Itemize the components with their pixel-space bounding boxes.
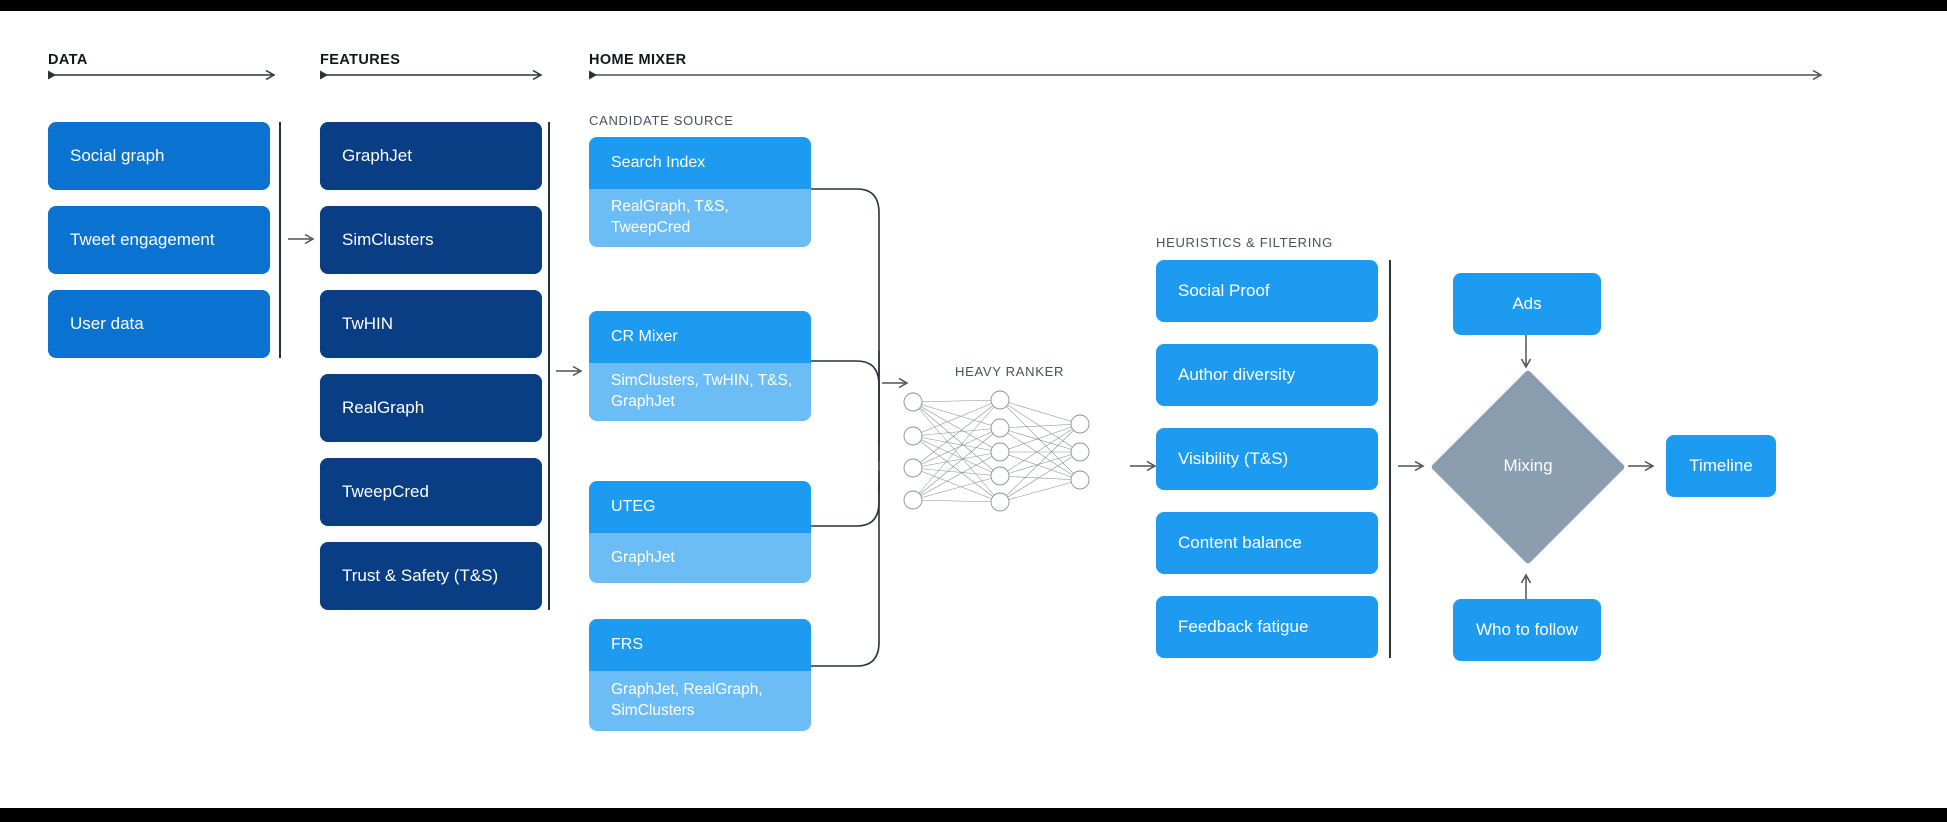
section-arrow-data xyxy=(48,69,276,81)
output-box-ads[interactable]: Ads xyxy=(1453,273,1601,335)
section-label-data: DATA xyxy=(48,52,88,68)
mixing-stage[interactable]: Mixing xyxy=(1430,369,1626,565)
feature-box-twhin[interactable]: TwHIN xyxy=(320,290,542,358)
section-label-home-mixer: HOME MIXER xyxy=(589,52,687,68)
feature-box-label: TwHIN xyxy=(342,313,393,333)
feature-box-label: SimClusters xyxy=(342,229,434,249)
output-box-label: Timeline xyxy=(1689,455,1753,475)
heuristic-box-visibility[interactable]: Visibility (T&S) xyxy=(1156,428,1378,490)
candidate-source-card-frs[interactable]: FRS GraphJet, RealGraph, SimClusters xyxy=(589,619,811,731)
output-box-label: Ads xyxy=(1512,293,1542,313)
candidate-source-name: CR Mixer xyxy=(589,311,811,363)
heuristic-box-author-diversity[interactable]: Author diversity xyxy=(1156,344,1378,406)
feature-box-label: RealGraph xyxy=(342,397,425,417)
arrow-to-heavy-ranker xyxy=(882,377,909,389)
arrow-ads-to-mixing xyxy=(1520,335,1532,369)
section-arrow-features xyxy=(320,69,543,81)
heuristic-box-label: Author diversity xyxy=(1178,364,1296,384)
candidate-source-card-cr-mixer[interactable]: CR Mixer SimClusters, TwHIN, T&S, GraphJ… xyxy=(589,311,811,421)
data-box-label: Social graph xyxy=(70,145,165,165)
feature-box-tweepcred[interactable]: TweepCred xyxy=(320,458,542,526)
sublabel-candidate-source: CANDIDATE SOURCE xyxy=(589,113,734,128)
feature-box-graphjet[interactable]: GraphJet xyxy=(320,122,542,190)
feature-box-simclusters[interactable]: SimClusters xyxy=(320,206,542,274)
data-box-social-graph[interactable]: Social graph xyxy=(48,122,270,190)
divider-data-features xyxy=(279,122,281,358)
heuristic-box-social-proof[interactable]: Social Proof xyxy=(1156,260,1378,322)
divider-heuristics-output xyxy=(1389,260,1391,658)
candidate-source-card-search-index[interactable]: Search Index RealGraph, T&S, TweepCred xyxy=(589,137,811,247)
arrow-mixing-to-timeline xyxy=(1628,460,1655,472)
candidate-source-features: GraphJet xyxy=(589,533,811,583)
sublabel-heavy-ranker: HEAVY RANKER xyxy=(955,364,1065,379)
heuristic-box-feedback-fatigue[interactable]: Feedback fatigue xyxy=(1156,596,1378,658)
candidate-source-name: UTEG xyxy=(589,481,811,533)
candidate-source-card-uteg[interactable]: UTEG GraphJet xyxy=(589,481,811,583)
heuristic-box-label: Social Proof xyxy=(1178,280,1270,300)
sublabel-heuristics-filtering: HEURISTICS & FILTERING xyxy=(1156,235,1333,250)
heuristic-box-label: Visibility (T&S) xyxy=(1178,448,1289,468)
section-arrow-home-mixer xyxy=(589,69,1823,81)
candidate-source-name: FRS xyxy=(589,619,811,671)
section-label-features: FEATURES xyxy=(320,52,401,68)
candidate-source-features: GraphJet, RealGraph, SimClusters xyxy=(589,671,811,731)
arrow-heuristics-to-mixing xyxy=(1398,460,1425,472)
data-box-tweet-engagement[interactable]: Tweet engagement xyxy=(48,206,270,274)
feature-box-label: GraphJet xyxy=(342,145,412,165)
arrow-data-to-features xyxy=(288,233,315,245)
candidate-source-name: Search Index xyxy=(589,137,811,189)
connector-candidate-sources-to-ranker xyxy=(811,188,880,667)
candidate-source-features: RealGraph, T&S, TweepCred xyxy=(589,189,811,247)
data-box-label: User data xyxy=(70,313,144,333)
candidate-source-features: SimClusters, TwHIN, T&S, GraphJet xyxy=(589,363,811,421)
output-box-timeline[interactable]: Timeline xyxy=(1666,435,1776,497)
feature-box-label: Trust & Safety (T&S) xyxy=(342,565,499,585)
mixing-label: Mixing xyxy=(1503,456,1553,475)
output-box-who-to-follow[interactable]: Who to follow xyxy=(1453,599,1601,661)
divider-features-mixer xyxy=(548,122,550,610)
arrow-features-to-candidate-source xyxy=(556,365,583,377)
output-box-label: Who to follow xyxy=(1475,619,1579,639)
data-box-user-data[interactable]: User data xyxy=(48,290,270,358)
heuristic-box-label: Content balance xyxy=(1178,532,1302,552)
arrow-ranker-to-heuristics xyxy=(1130,460,1157,472)
feature-box-trust-safety[interactable]: Trust & Safety (T&S) xyxy=(320,542,542,610)
feature-box-label: TweepCred xyxy=(342,481,429,501)
heavy-ranker-neural-network xyxy=(903,390,1090,512)
feature-box-realgraph[interactable]: RealGraph xyxy=(320,374,542,442)
data-box-label: Tweet engagement xyxy=(70,229,215,249)
heuristic-box-label: Feedback fatigue xyxy=(1178,616,1309,636)
diagram-canvas: DATA FEATURES HOME MIXER Social graph Tw… xyxy=(0,11,1947,808)
heuristic-box-content-balance[interactable]: Content balance xyxy=(1156,512,1378,574)
